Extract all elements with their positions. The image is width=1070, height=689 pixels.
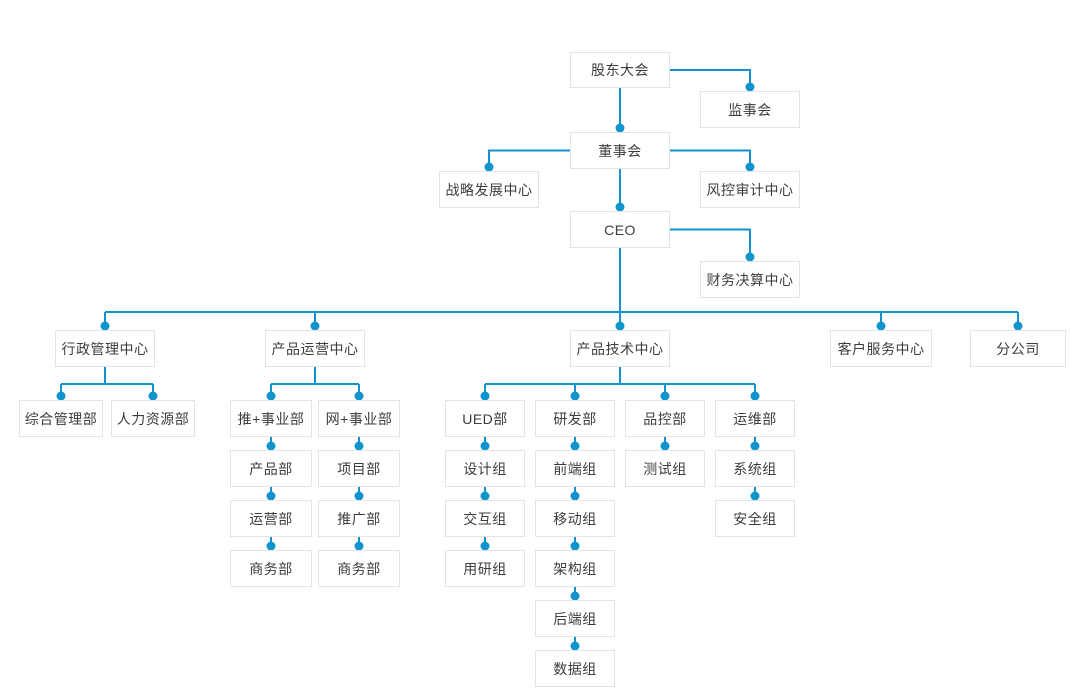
org-node-label: 运维部 [733,410,777,427]
org-node-security-group[interactable]: 安全组 [715,500,795,537]
org-node-ceo[interactable]: CEO [570,211,670,248]
org-node-label: 分公司 [996,340,1040,357]
org-node-risk-audit[interactable]: 风控审计中心 [700,171,800,208]
org-node-business-dept-1[interactable]: 商务部 [230,550,312,587]
org-node-mobile-group[interactable]: 移动组 [535,500,615,537]
org-node-ops-maintenance[interactable]: 运维部 [715,400,795,437]
org-node-label: 推+事业部 [237,410,305,427]
org-node-label: 财务决算中心 [706,271,794,288]
org-node-backend-group[interactable]: 后端组 [535,600,615,637]
org-node-finance[interactable]: 财务决算中心 [700,261,800,298]
org-node-label: 研发部 [553,410,597,427]
org-node-label: 项目部 [337,460,381,477]
org-node-label: 产品技术中心 [576,340,664,357]
connector-line [670,228,751,261]
org-node-wang-division[interactable]: 网+事业部 [318,400,400,437]
org-node-testing-group[interactable]: 测试组 [625,450,705,487]
org-node-admin[interactable]: 行政管理中心 [55,330,155,367]
org-node-label: 安全组 [733,510,777,527]
org-node-product-tech[interactable]: 产品技术中心 [570,330,670,367]
org-node-label: 设计组 [463,460,507,477]
org-node-label: 综合管理部 [24,410,98,427]
org-node-ued[interactable]: UED部 [445,400,525,437]
org-node-label: 推广部 [337,510,381,527]
org-node-label: CEO [604,221,636,238]
org-node-strategy[interactable]: 战略发展中心 [439,171,539,208]
org-node-product-ops[interactable]: 产品运营中心 [265,330,365,367]
connector-line [670,149,751,171]
org-node-hr[interactable]: 人力资源部 [111,400,195,437]
org-node-label: 后端组 [553,610,597,627]
org-node-operations-dept[interactable]: 运营部 [230,500,312,537]
connector-line [670,69,751,91]
org-node-frontend-group[interactable]: 前端组 [535,450,615,487]
org-node-label: 人力资源部 [116,410,190,427]
org-node-board[interactable]: 董事会 [570,132,670,169]
org-node-label: 架构组 [553,560,597,577]
org-node-customer-service[interactable]: 客户服务中心 [830,330,932,367]
org-node-label: 移动组 [553,510,597,527]
org-node-label: 用研组 [463,560,507,577]
org-node-project-dept[interactable]: 项目部 [318,450,400,487]
org-node-user-research-group[interactable]: 用研组 [445,550,525,587]
org-node-label: 数据组 [553,660,597,677]
org-node-system-group[interactable]: 系统组 [715,450,795,487]
org-node-branch[interactable]: 分公司 [970,330,1066,367]
org-node-tui-division[interactable]: 推+事业部 [230,400,312,437]
org-node-label: 系统组 [733,460,777,477]
org-node-qa[interactable]: 品控部 [625,400,705,437]
org-node-label: 测试组 [643,460,687,477]
org-node-label: 交互组 [463,510,507,527]
org-node-architecture-group[interactable]: 架构组 [535,550,615,587]
org-node-label: 行政管理中心 [61,340,149,357]
org-node-label: 产品部 [249,460,293,477]
org-node-data-group[interactable]: 数据组 [535,650,615,687]
org-node-label: 运营部 [249,510,293,527]
org-node-label: 网+事业部 [325,410,393,427]
org-node-business-dept-2[interactable]: 商务部 [318,550,400,587]
org-node-label: 商务部 [249,560,293,577]
org-node-label: 战略发展中心 [445,181,533,198]
org-node-shareholders[interactable]: 股东大会 [570,52,670,88]
org-node-label: 产品运营中心 [271,340,359,357]
org-node-general-admin[interactable]: 综合管理部 [19,400,103,437]
org-node-label: 监事会 [728,101,772,118]
org-node-promotion-dept[interactable]: 推广部 [318,500,400,537]
org-node-design-group[interactable]: 设计组 [445,450,525,487]
org-node-label: 股东大会 [591,62,649,78]
org-node-label: 商务部 [337,560,381,577]
org-node-label: UED部 [462,410,508,427]
org-node-label: 客户服务中心 [837,340,925,357]
org-node-label: 董事会 [598,142,642,159]
org-node-rd[interactable]: 研发部 [535,400,615,437]
org-node-interaction-group[interactable]: 交互组 [445,500,525,537]
org-node-product-dept[interactable]: 产品部 [230,450,312,487]
org-node-supervisory[interactable]: 监事会 [700,91,800,128]
org-node-label: 风控审计中心 [706,181,794,198]
org-node-label: 品控部 [643,410,687,427]
connector-line [488,149,570,171]
org-node-label: 前端组 [553,460,597,477]
